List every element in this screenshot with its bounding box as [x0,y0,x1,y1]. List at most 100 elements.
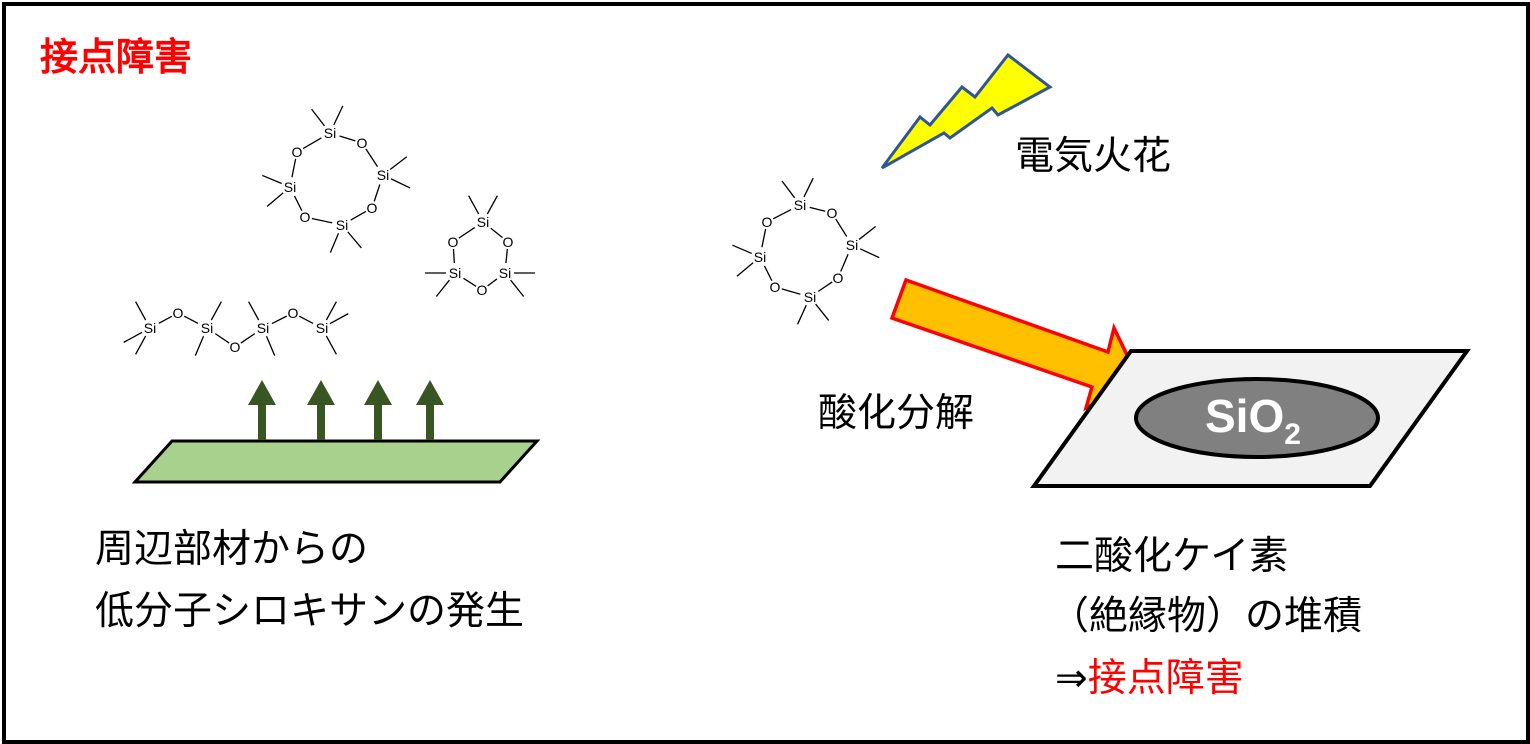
oxygen-atom: O [367,200,378,216]
si-o-bond [490,227,503,239]
oxygen-atom: O [230,339,241,355]
spark-label: 電気火花 [1015,134,1172,179]
si-o-bond [365,148,379,167]
si-o-bond [183,315,199,324]
si-o-bond [373,184,381,202]
si-o-bond [339,135,356,142]
methyl-bond [194,336,205,356]
emission-arrow [248,380,276,440]
methyl-bond [210,301,222,321]
oxygen-atom: O [477,282,488,298]
silicon-atom: Si [499,265,511,281]
si-o-bond [271,315,288,325]
oxygen-atom: O [762,214,773,230]
methyl-bond [347,231,362,249]
methyl-bond [329,313,349,325]
silicon-atom: Si [377,167,389,183]
emission-arrow [416,380,444,440]
si-o-bond [293,195,303,212]
si-o-bond [487,278,498,287]
methyl-bond [815,303,830,321]
sio2-label: SiO2 [1205,390,1301,450]
methyl-bond [123,331,143,343]
si-o-bond [761,228,767,248]
methyl-bond [435,279,450,297]
left-caption-line1: 周辺部材からの [95,527,369,572]
oxygen-atom: O [770,279,781,295]
si-o-bond [302,137,322,150]
silicon-atom: Si [477,214,489,230]
methyl-bond [468,195,480,215]
si-o-bond [452,248,456,264]
methyl-bond [796,304,807,325]
contact-failure-result: 接点障害 [1087,656,1244,701]
si-o-bond [458,227,476,239]
methyl-bond [390,178,411,189]
oxygen-atom: O [827,205,838,221]
silicon-atom: Si [324,125,336,141]
methyl-bond [781,180,796,199]
electric-spark-icon [880,52,1053,170]
si-o-bond [817,281,833,292]
methyl-bond [265,336,276,356]
si-o-bond [505,248,508,264]
si-o-bond [809,206,826,212]
oxygen-atom: O [173,305,184,321]
oxygen-atom: O [292,144,303,160]
si-o-bond [350,210,367,221]
silicon-atom: Si [754,249,766,265]
silicon-atom: Si [846,237,858,253]
silicon-atom: Si [804,289,816,305]
methyl-bond [486,195,498,215]
methyl-bond [248,301,260,321]
methyl-bond [311,108,326,127]
right-caption-line1: 二酸化ケイ素 [1055,534,1289,579]
methyl-bond [803,177,814,198]
methyl-bond [333,105,344,126]
methyl-bond [859,248,880,259]
si-o-bond [781,288,801,295]
left-caption-line2: 低分子シロキサンの発生 [95,589,525,634]
right-caption-line2: （絶縁物）の堆積 [1050,594,1363,639]
methyl-bond [329,233,340,253]
sio2-subscript: 2 [1284,418,1301,451]
methyl-bond [732,244,752,255]
oxygen-atom: O [357,135,368,151]
methyl-bond [510,279,525,297]
oxidation-label: 酸化分解 [818,391,975,436]
si-o-bond [240,333,256,344]
silicon-atom: Si [336,217,348,233]
oxygen-atom: O [288,305,299,321]
si-o-bond [311,217,333,224]
si-o-bond [840,253,849,272]
si-o-bond [835,218,848,237]
silicon-atom: Si [794,197,806,213]
silicon-atom: Si [449,265,461,281]
si-o-bond [763,265,773,282]
silicon-atom: Si [284,179,296,195]
methyl-bond [135,335,147,355]
methyl-bond [858,225,877,240]
implies-arrow: ⇒ [1055,656,1088,701]
silicon-atom: Si [201,320,213,336]
oxygen-atom: O [503,234,514,250]
sio2-formula: SiO [1205,390,1285,442]
sio2-deposit [1134,377,1380,459]
methyl-bond [135,301,147,321]
silicon-atom: Si [144,320,156,336]
si-o-bond [291,158,297,178]
emission-arrow [307,380,335,440]
oxygen-atom: O [448,234,459,250]
methyl-bond [325,335,337,355]
si-o-bond [158,315,173,324]
emission-arrow [364,380,392,440]
right-caption-line3: ⇒接点障害 [1055,659,1244,698]
methyl-bond [325,301,337,321]
